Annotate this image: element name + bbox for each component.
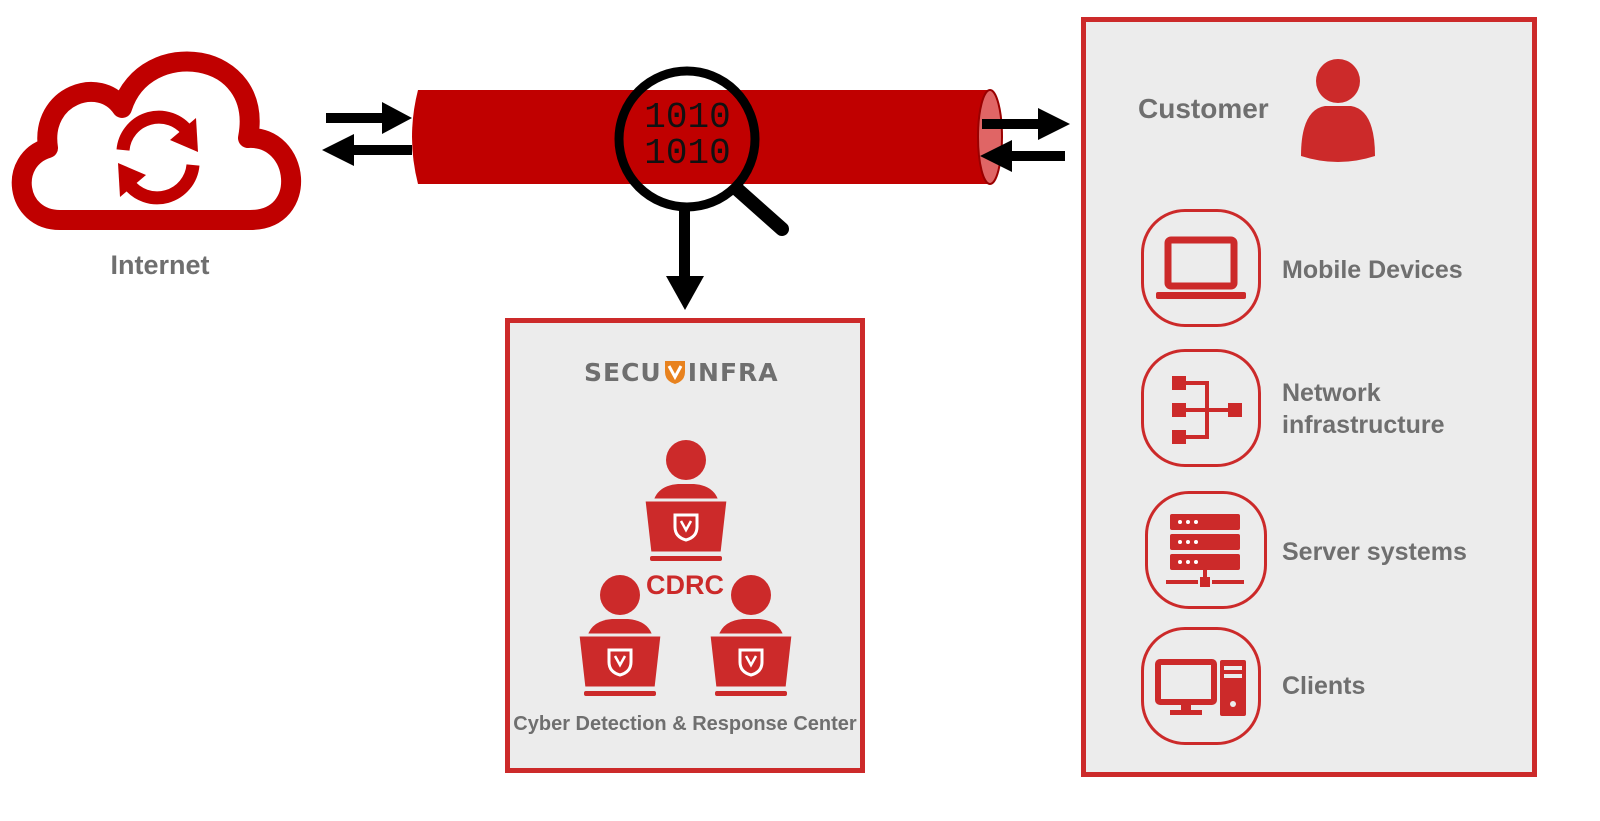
label-line: infrastructure bbox=[1282, 411, 1445, 439]
binary-line: 1010 bbox=[644, 133, 731, 174]
bidirectional-arrows-right bbox=[980, 108, 1070, 172]
customer-title: Customer bbox=[1138, 93, 1269, 124]
customer-item-label: Network infrastructure bbox=[1282, 377, 1445, 441]
magnifier-icon bbox=[614, 66, 789, 236]
shield-icon bbox=[664, 361, 685, 384]
desktop-icon bbox=[1155, 659, 1246, 716]
binary-line: 1010 bbox=[644, 97, 731, 138]
network-icon bbox=[1172, 376, 1242, 444]
binary-data: 1010 1010 bbox=[640, 100, 735, 172]
cloud-icon bbox=[11, 51, 302, 230]
cdrc-label: CDRC bbox=[646, 570, 724, 600]
customer-item-label: Clients bbox=[1282, 672, 1366, 700]
analyst-icon-top bbox=[642, 438, 730, 563]
cdrc-caption: Cyber Detection & Response Center bbox=[513, 713, 857, 735]
sync-icon bbox=[116, 110, 200, 205]
customer-person-icon bbox=[1301, 59, 1375, 162]
server-icon bbox=[1166, 514, 1244, 587]
laptop-icon bbox=[1156, 236, 1246, 299]
down-arrow bbox=[666, 210, 704, 310]
customer-item-network bbox=[1141, 349, 1261, 467]
bidirectional-arrows-left bbox=[322, 102, 412, 166]
customer-item-clients bbox=[1141, 627, 1261, 745]
secuinfra-logo: SECU INFRA bbox=[584, 357, 779, 387]
customer-item-label: Server systems bbox=[1282, 538, 1467, 566]
logo-text-right: INFRA bbox=[687, 357, 779, 387]
label-line: Network bbox=[1282, 379, 1381, 407]
customer-item-label: Mobile Devices bbox=[1282, 256, 1463, 284]
logo-text-left: SECU bbox=[584, 357, 662, 387]
customer-item-mobile-devices bbox=[1141, 209, 1261, 327]
customer-item-server-systems bbox=[1145, 491, 1267, 609]
internet-label: Internet bbox=[110, 250, 210, 280]
